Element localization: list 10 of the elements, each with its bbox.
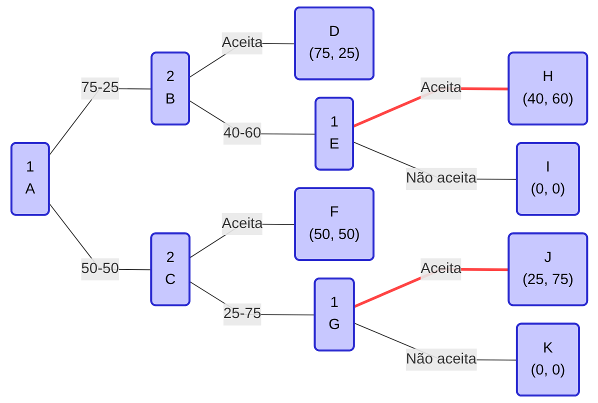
edge-label: 25-75	[223, 306, 261, 322]
edge-label: Aceita	[221, 216, 262, 232]
edge-label: 40-60	[223, 125, 261, 142]
edge-label: Não aceita	[406, 170, 476, 186]
edge-label: Não aceita	[406, 351, 476, 368]
edge-label: Aceita	[420, 80, 462, 96]
edge-label: Aceita	[221, 35, 262, 51]
edge-label: Aceita	[420, 260, 462, 277]
edge-label: 75-25	[80, 80, 119, 96]
edge-label: 50-50	[80, 260, 119, 277]
